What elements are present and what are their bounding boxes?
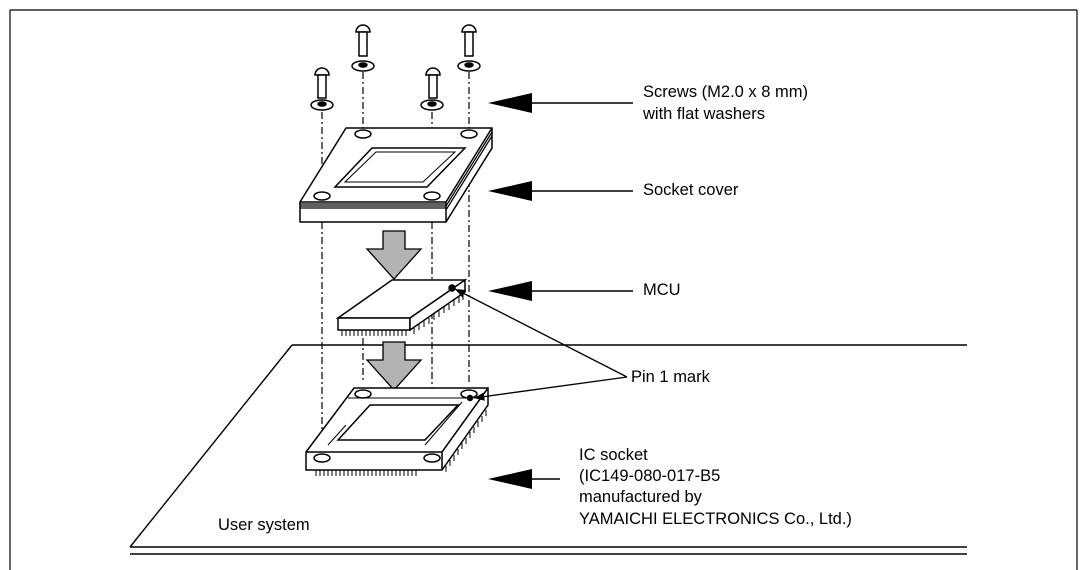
label-ic-socket-line3: manufactured by <box>579 488 702 506</box>
label-arrow-screws <box>488 93 633 113</box>
label-socket-cover: Socket cover <box>643 181 739 199</box>
label-screws-line1: Screws (M2.0 x 8 mm) <box>643 83 809 101</box>
label-ic-socket-line4: YAMAICHI ELECTRONICS Co., Ltd.) <box>579 510 852 528</box>
label-ic-socket-line1: IC socket <box>579 446 648 464</box>
label-screws-line2: with flat washers <box>643 105 765 123</box>
frame-border <box>9 9 1078 570</box>
screw-3 <box>420 67 444 111</box>
label-ic-socket-line2: (IC149-080-017-B5 <box>579 467 721 485</box>
label-arrow-mcu <box>488 281 633 301</box>
socket-cover <box>299 127 493 223</box>
label-mcu: MCU <box>643 281 681 299</box>
mcu-chip <box>335 278 468 336</box>
label-pin1-mark: Pin 1 mark <box>631 368 710 386</box>
screw-2 <box>351 24 375 72</box>
label-arrow-ic-socket <box>488 469 560 489</box>
label-arrow-socket-cover <box>488 181 633 201</box>
insertion-arrow-1 <box>365 230 423 280</box>
screw-4 <box>457 24 481 72</box>
screw-1 <box>310 67 334 111</box>
ic-socket <box>305 387 489 476</box>
label-user-system: User system <box>218 516 310 534</box>
insertion-arrow-2 <box>365 341 423 391</box>
pin1-leader-lines <box>454 288 628 401</box>
